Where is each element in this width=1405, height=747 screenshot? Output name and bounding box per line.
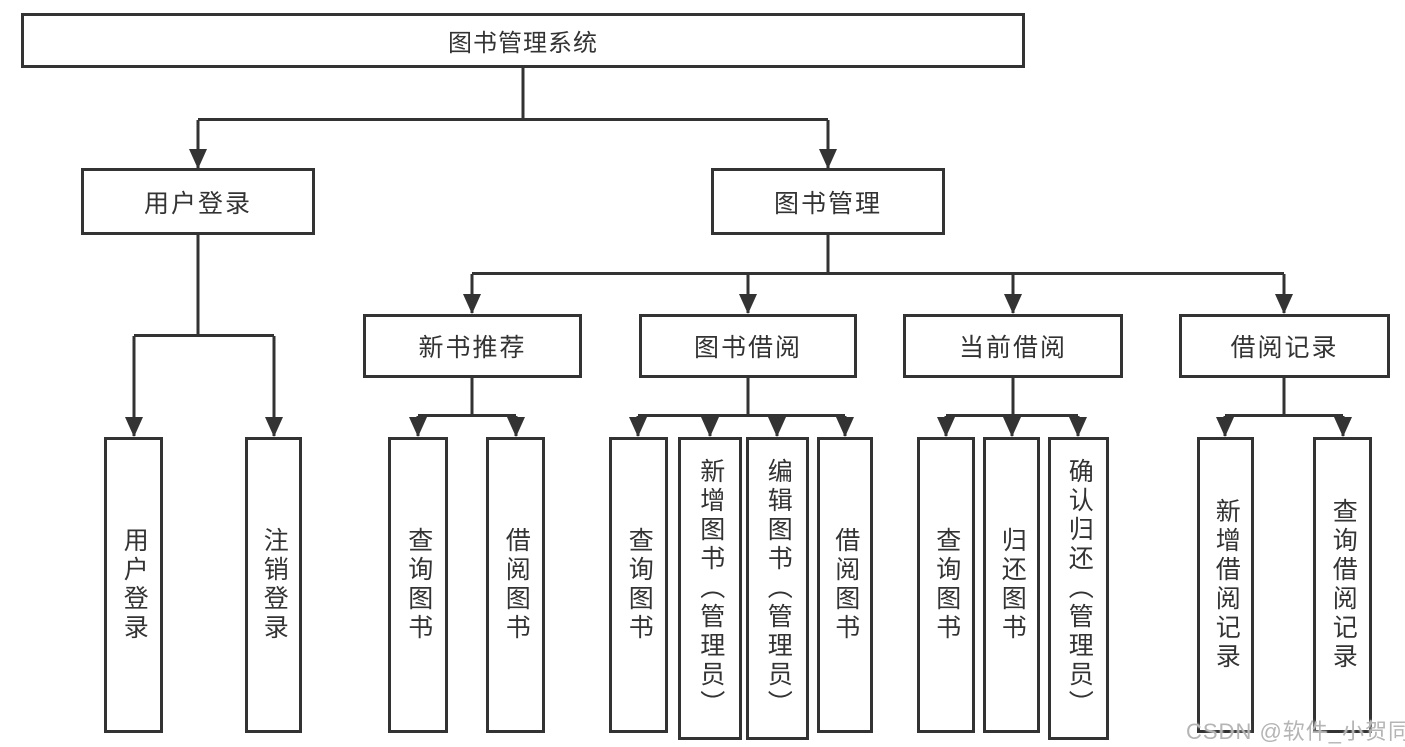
node-user-login: 用户登录 xyxy=(81,168,315,235)
node-book-management: 图书管理 xyxy=(711,168,945,235)
node-borrowing-records: 借阅记录 xyxy=(1179,314,1390,378)
leaf-logout: 注销登录 xyxy=(245,437,302,733)
leaf-return-books: 归还图书 xyxy=(983,437,1040,733)
leaf-user-login: 用户登录 xyxy=(104,437,163,733)
node-new-book-recommendation: 新书推荐 xyxy=(363,314,582,378)
leaf-newbook-borrow-books: 借阅图书 xyxy=(486,437,545,733)
leaf-edit-books-admin: 编辑图书（管理员） xyxy=(746,437,809,740)
csdn-watermark: CSDN @软件_小贺同学 xyxy=(1186,719,1405,744)
node-current-borrowing: 当前借阅 xyxy=(903,314,1123,378)
leaf-add-borrow-record: 新增借阅记录 xyxy=(1197,437,1254,733)
leaf-borrow-books: 借阅图书 xyxy=(817,437,873,733)
node-root-library-management-system: 图书管理系统 xyxy=(21,13,1025,68)
leaf-add-books-admin: 新增图书（管理员） xyxy=(678,437,742,740)
leaf-query-borrow-record: 查询借阅记录 xyxy=(1313,437,1372,733)
leaf-newbook-query-books: 查询图书 xyxy=(388,437,448,733)
leaf-borrowing-query-books: 查询图书 xyxy=(609,437,668,733)
node-book-borrowing: 图书借阅 xyxy=(639,314,857,378)
leaf-confirm-return-admin: 确认归还（管理员） xyxy=(1048,437,1109,740)
leaf-current-query-books: 查询图书 xyxy=(917,437,975,733)
